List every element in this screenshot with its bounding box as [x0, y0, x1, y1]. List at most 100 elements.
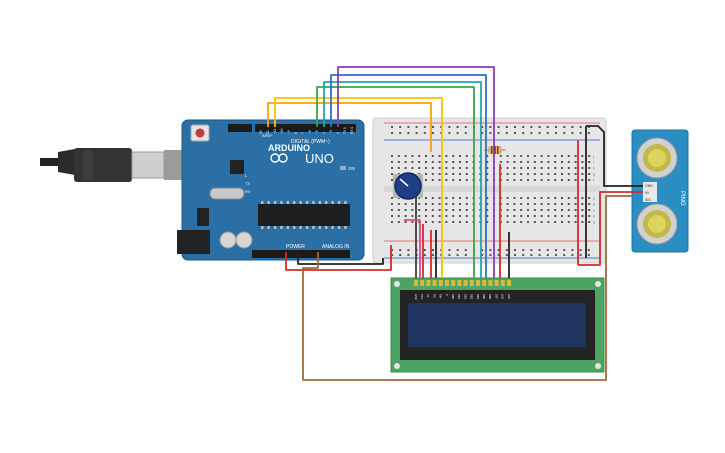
breadboard-hole: [533, 161, 536, 163]
breadboard-hole: [547, 167, 550, 169]
lcd-pin: [438, 280, 443, 286]
wire-red-5v[interactable]: [285, 245, 392, 271]
digital-pin-label: RX 0: [350, 127, 354, 134]
capacitor-2: [235, 231, 253, 249]
potentiometer[interactable]: [393, 172, 423, 200]
lcd-pin: [426, 280, 431, 286]
wire-blue-pin3[interactable]: [330, 74, 487, 278]
wire-red-sensor-5v[interactable]: [578, 191, 643, 266]
breadboard-rail-hole: [538, 132, 541, 134]
breadboard-row-label: h: [593, 166, 595, 171]
breadboard-hole: [574, 167, 577, 169]
wire-brown-sensor-signal[interactable]: [302, 195, 632, 381]
breadboard-hole: [581, 203, 584, 205]
breadboard-hole: [567, 197, 570, 199]
breadboard-hole: [425, 179, 427, 181]
on-led-label: ON: [348, 166, 355, 171]
chip-leg: [305, 226, 309, 229]
breadboard-hole: [397, 209, 400, 211]
breadboard-hole: [445, 173, 448, 175]
breadboard-hole: [459, 173, 461, 175]
breadboard-hole: [425, 209, 427, 211]
breadboard-hole: [513, 221, 516, 223]
lcd-mount-hole: [394, 281, 400, 287]
wire-teal-pin4[interactable]: [323, 81, 482, 278]
breadboard-hole: [459, 161, 461, 163]
l-led-label: L: [245, 173, 248, 178]
resistor[interactable]: [484, 146, 506, 154]
breadboard-hole: [540, 179, 543, 181]
breadboard-rail-hole: [497, 254, 500, 256]
breadboard-hole: [411, 161, 414, 163]
wires[interactable]: [267, 66, 643, 381]
breadboard-hole: [588, 167, 591, 169]
reset-button-cap[interactable]: [195, 128, 205, 138]
breadboard-rail-hole: [546, 126, 549, 128]
wire-orange-pin12[interactable]: [267, 102, 432, 152]
breadboard-row-label: a: [593, 220, 596, 225]
wire-purple-pin2[interactable]: [337, 66, 495, 278]
breadboard-hole: [527, 167, 529, 169]
wire-yellow-pin11[interactable]: [274, 97, 443, 278]
breadboard-hole: [513, 155, 516, 157]
wire-pink-contrast[interactable]: [404, 219, 421, 278]
breadboard-hole: [520, 209, 523, 211]
breadboard-rail-hole: [587, 132, 590, 134]
breadboard-rail-hole: [407, 249, 410, 251]
arduino-uno-board[interactable]: ARDUINO UNO DIGITAL (PWM~) POWER ANALOG …: [177, 119, 365, 261]
breadboard-hole: [554, 179, 557, 181]
breadboard-hole: [465, 179, 468, 181]
breadboard-hole: [527, 173, 529, 175]
ping-pin-gnd-label: GND: [645, 184, 653, 188]
breadboard-hole: [547, 155, 550, 157]
lcd-mount-hole: [595, 363, 601, 369]
breadboard-hole: [540, 197, 543, 199]
breadboard-hole: [397, 155, 400, 157]
breadboard-rail-hole: [415, 126, 418, 128]
breadboard-rail-hole: [505, 254, 508, 256]
wire-green-pin5[interactable]: [316, 86, 475, 278]
arduino-brand-label: ARDUINO: [268, 143, 310, 153]
breadboard-hole: [574, 155, 577, 157]
breadboard-hole: [520, 215, 523, 217]
breadboard-hole: [397, 203, 400, 205]
breadboard-hole: [459, 203, 461, 205]
breadboard-hole: [411, 155, 414, 157]
breadboard-hole: [527, 209, 529, 211]
wire-black-sensor-gnd[interactable]: [586, 125, 643, 187]
breadboard-hole: [391, 221, 393, 223]
breadboard-rail-hole: [505, 132, 508, 134]
breadboard-hole: [567, 179, 570, 181]
breadboard-hole: [438, 203, 441, 205]
usb-chip: [230, 160, 244, 174]
atmega-chip-legs: [261, 201, 347, 229]
breadboard-hole: [486, 173, 489, 175]
chip-leg: [299, 226, 302, 229]
breadboard-hole: [391, 179, 393, 181]
ultrasonic-ping-sensor[interactable]: PING GND 5V SIG: [631, 129, 689, 253]
breadboard-hole: [425, 161, 427, 163]
breadboard-rail-hole: [538, 126, 541, 128]
usb-cable[interactable]: [40, 148, 186, 182]
breadboard-hole: [533, 209, 536, 211]
breadboard-hole: [540, 209, 543, 211]
breadboard-hole: [418, 155, 421, 157]
breadboard-hole: [506, 161, 509, 163]
breadboard-rail-hole: [555, 132, 557, 134]
breadboard-hole: [554, 197, 557, 199]
power-jack: [177, 230, 210, 254]
breadboard-hole: [513, 215, 516, 217]
wire-black-gnd[interactable]: [297, 252, 384, 265]
breadboard-hole: [588, 161, 591, 163]
breadboard-rail-hole: [407, 126, 410, 128]
breadboard-rail-hole: [555, 254, 557, 256]
breadboard-hole: [465, 221, 468, 223]
breadboard-hole: [404, 215, 407, 217]
breadboard-hole: [520, 155, 523, 157]
breadboard-rail-hole: [571, 132, 574, 134]
breadboard-rail-hole: [555, 126, 557, 128]
